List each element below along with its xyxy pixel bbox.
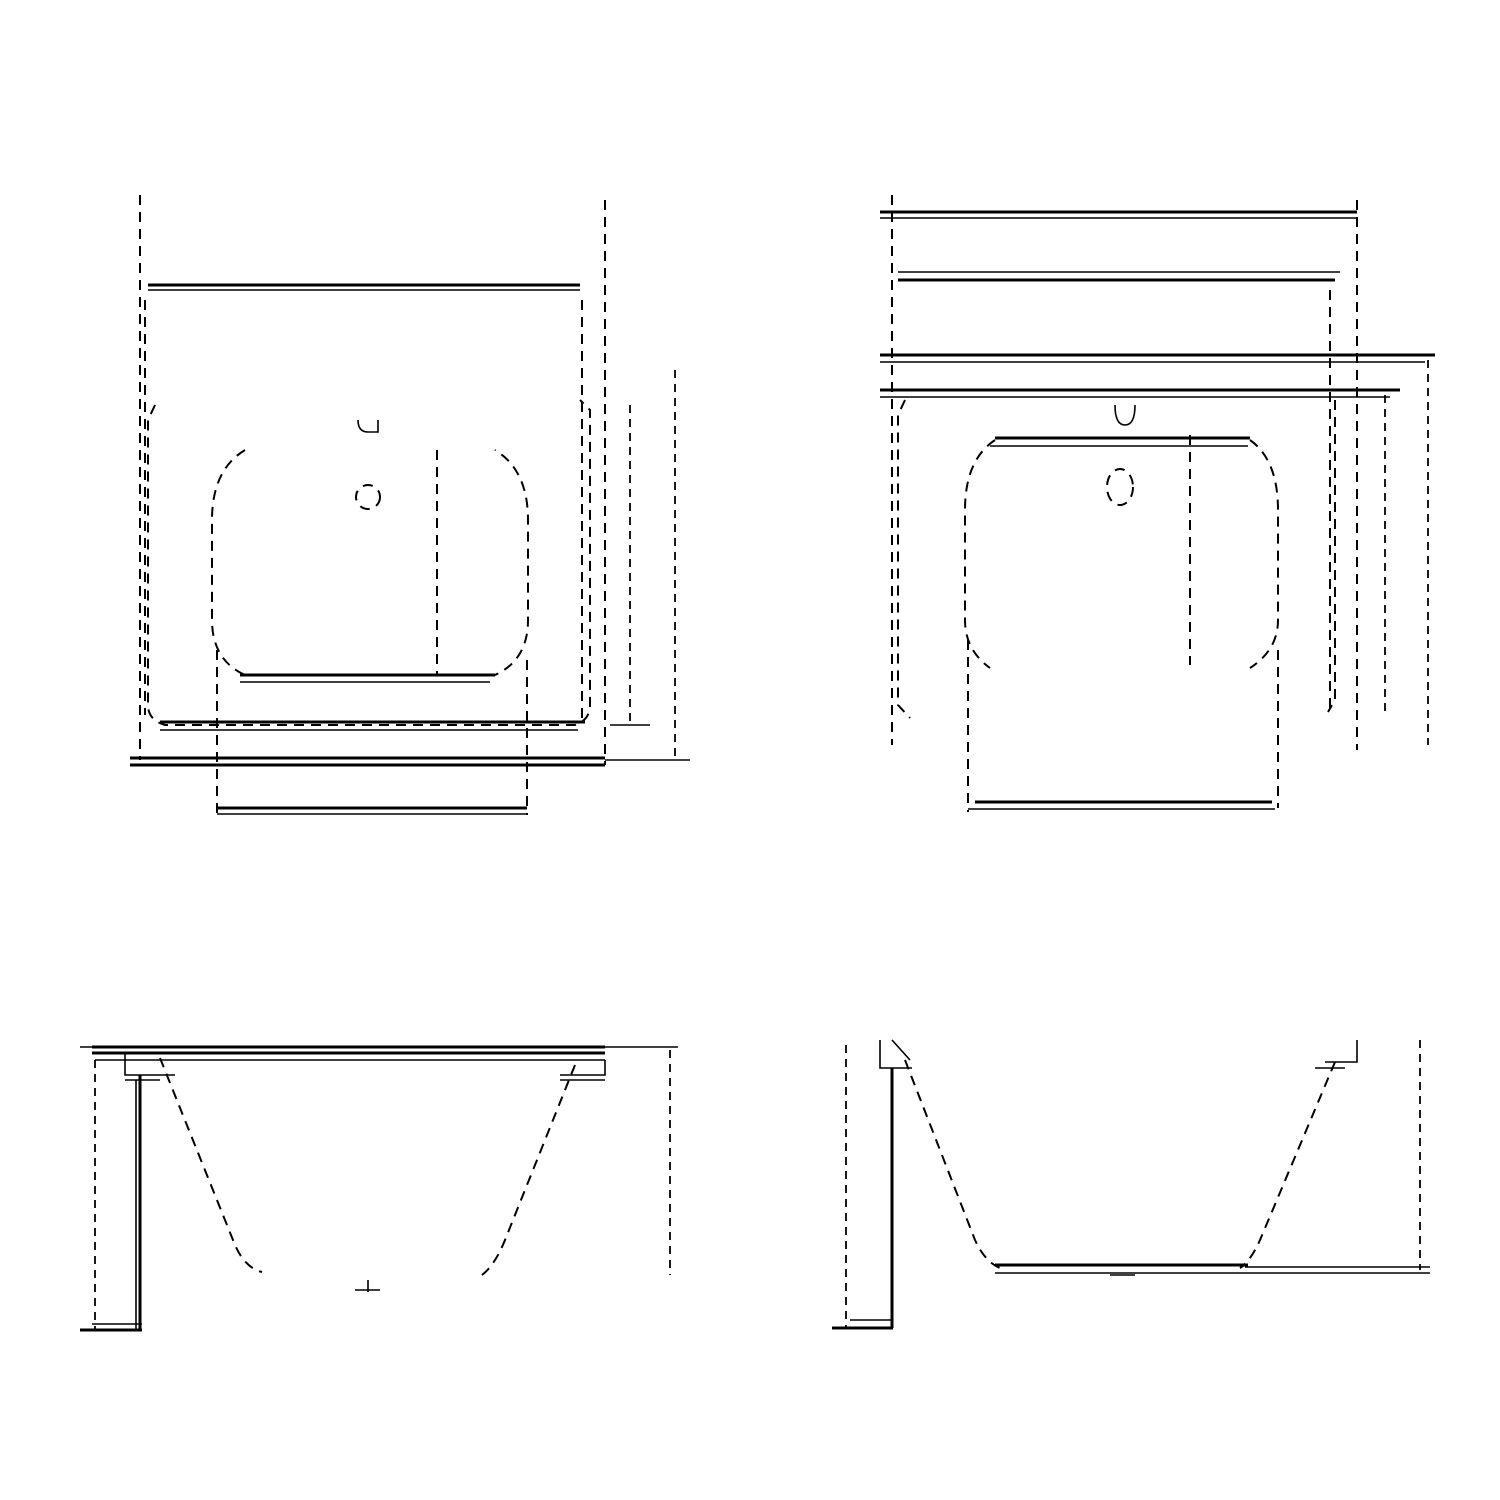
- basin-wall-left: [897, 399, 911, 719]
- bowl-side-right: [1239, 1061, 1336, 1269]
- bowl-side-left: [904, 1059, 1001, 1269]
- rim-step-right: [1315, 1040, 1358, 1069]
- basin-outer-outline: [147, 399, 591, 726]
- rim-step-right: [560, 1060, 606, 1081]
- side-view-1: [80, 1045, 678, 1332]
- drain-icon: [355, 484, 381, 510]
- bowl-outline: [211, 449, 529, 676]
- overflow-icon: [1114, 404, 1136, 426]
- bowl-side-right: [481, 1064, 576, 1276]
- overflow-icon: [357, 419, 379, 433]
- rim-step-left: [879, 1039, 912, 1069]
- side-view-2: [832, 1039, 1430, 1330]
- top-view-2: [880, 195, 1435, 812]
- bowl-outline: [964, 439, 1279, 669]
- rim-step-left: [124, 1053, 175, 1081]
- drain-icon: [1106, 468, 1134, 506]
- drain-icon: [355, 1280, 380, 1292]
- bowl-side-left: [159, 1057, 263, 1273]
- top-view-1: [130, 195, 690, 815]
